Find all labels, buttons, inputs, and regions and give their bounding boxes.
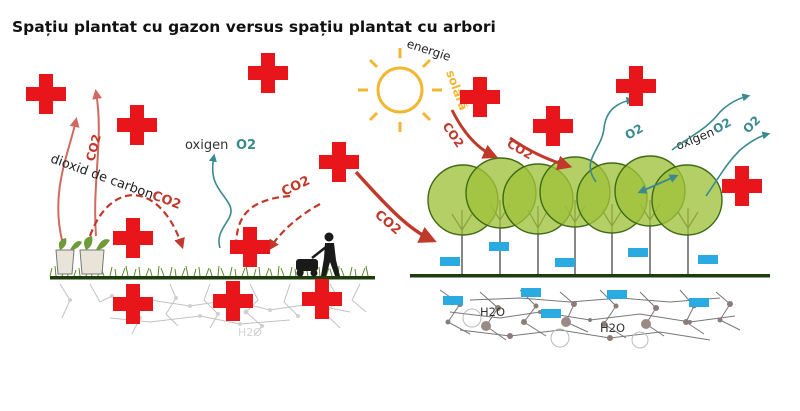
water-marker — [541, 309, 561, 318]
dioxid-co2-text: CO2 — [150, 189, 183, 213]
lawn-scene: H2O — [26, 53, 375, 339]
tree-canopies — [427, 155, 723, 236]
o2-arrow-canopy-4 — [705, 131, 771, 197]
red-cross-icon — [533, 106, 573, 146]
lawn-mower-person-icon — [296, 232, 340, 277]
red-cross-icon — [616, 66, 656, 106]
water-marker — [489, 242, 509, 251]
red-cross-icon — [117, 105, 157, 145]
red-cross-icon — [319, 142, 359, 182]
co2-arrow-up-left — [57, 117, 80, 241]
o2-label-canopy-3: O2 — [740, 113, 763, 136]
co2-label-lawn-right: CO2 — [279, 174, 312, 200]
potted-plants-icon — [55, 236, 110, 275]
lawn-root-nodes — [68, 294, 328, 328]
water-marker — [521, 288, 541, 297]
ground-markers — [440, 242, 718, 267]
red-cross-icon — [302, 279, 342, 319]
co2-label-trees-main: CO2 — [371, 208, 403, 239]
co2-arrow-up-right — [92, 89, 103, 237]
co2-arrow-canopy-2 — [509, 136, 573, 171]
o2-arrow-canopy-2 — [637, 174, 679, 194]
o2-arrow-canopy-3 — [671, 93, 751, 151]
red-cross-icon — [230, 227, 270, 267]
tree-root-network — [439, 289, 741, 341]
underground-markers — [443, 288, 709, 318]
red-cross-icon — [722, 166, 762, 206]
tree-canopy — [651, 164, 723, 236]
co2-arrow-from-plants — [88, 194, 185, 250]
water-marker — [628, 248, 648, 257]
water-marker — [607, 290, 627, 299]
water-marker — [555, 258, 575, 267]
tree-root-large-nodes — [462, 308, 649, 349]
co2-arrow-into-trees — [354, 170, 437, 243]
lawn-ground-line — [50, 276, 375, 280]
water-marker — [689, 298, 709, 307]
dioxid-text: dioxid de carbon — [48, 152, 155, 203]
o2-label-lawn: O2 — [236, 138, 256, 153]
red-cross-icon — [460, 77, 500, 117]
tree-ground-line — [410, 274, 770, 278]
sun-icon — [358, 48, 442, 132]
water-marker — [443, 296, 463, 305]
water-marker — [440, 257, 460, 266]
page-title: Spațiu plantat cu gazon versus spațiu pl… — [12, 18, 496, 36]
dioxid-de-carbon-label: dioxid de carbon CO2 — [48, 152, 182, 213]
red-cross-icon — [248, 53, 288, 93]
oxigen-label-trees: oxigen — [674, 125, 716, 153]
red-cross-icon — [113, 218, 153, 258]
water-marker — [698, 255, 718, 264]
o2-label-canopy-1: O2 — [623, 121, 646, 142]
h2o-label-left: H2O — [480, 305, 505, 319]
oxigen-label-lawn: oxigen — [185, 138, 228, 153]
co2-arrow-canopy-1 — [450, 109, 499, 159]
lawn-h2o-label: H2O — [238, 326, 262, 339]
o2-arrow-lawn — [208, 153, 232, 249]
o2-arrow-canopy-1 — [589, 96, 635, 183]
co2-label-lawn-upper: CO2 — [83, 133, 104, 163]
co2-arrow-to-grass-right — [268, 203, 321, 251]
h2o-label-right: H2O — [600, 321, 625, 335]
trees-scene: energie solară — [354, 37, 771, 349]
red-cross-icon — [26, 74, 66, 114]
co2-label-canopy-1: CO2 — [440, 120, 467, 150]
red-cross-icon — [113, 284, 153, 324]
